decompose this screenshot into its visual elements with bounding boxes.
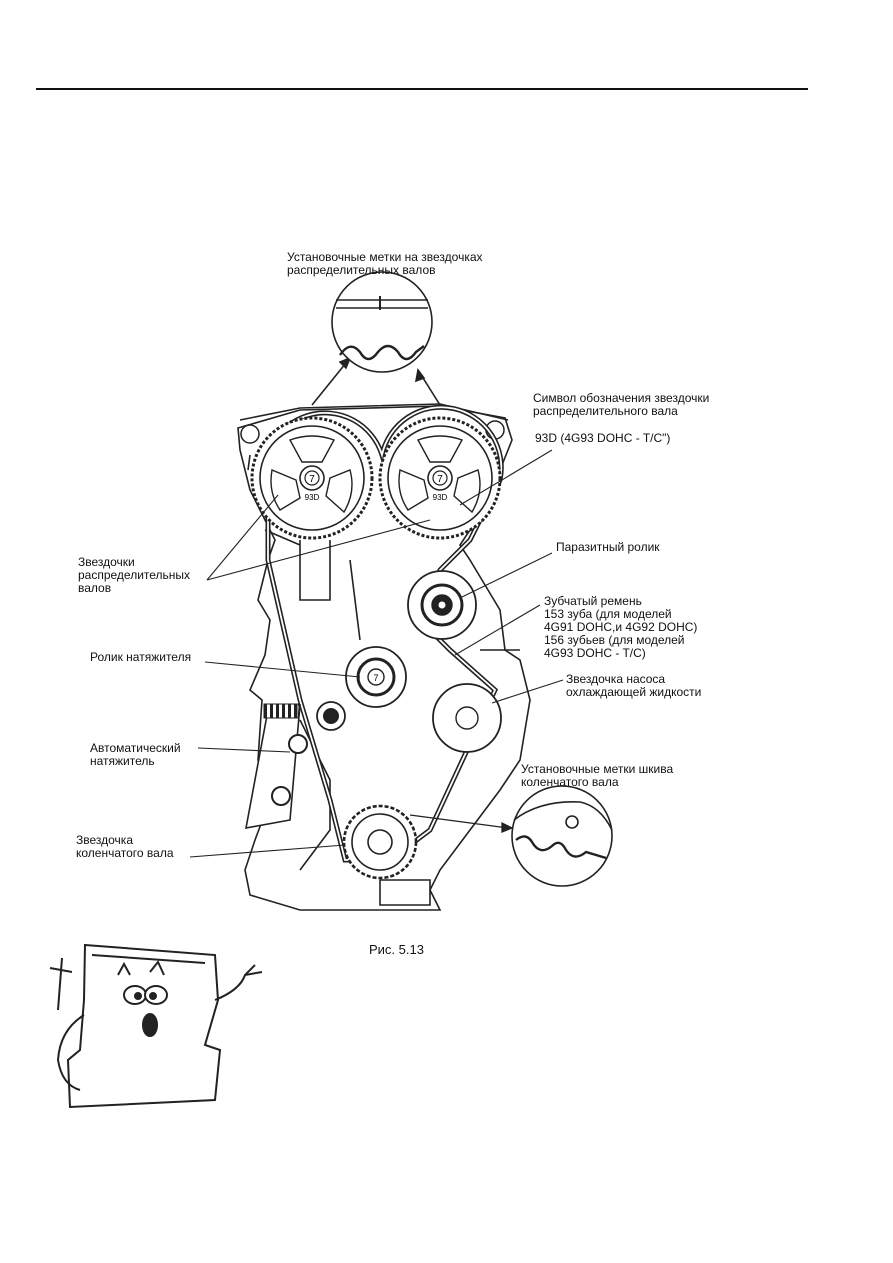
cam-sprocket-right bbox=[378, 416, 502, 540]
header-rule bbox=[36, 88, 808, 90]
cam-right-symbol: 93D bbox=[433, 493, 448, 502]
crank-sprocket bbox=[342, 804, 418, 880]
cam-right-bolt-mark: 7 bbox=[437, 474, 443, 485]
cam-left-symbol: 93D bbox=[305, 493, 320, 502]
tensioner-bolt-mark: 7 bbox=[373, 673, 378, 683]
leader-lines bbox=[189, 449, 564, 858]
figure-caption: Рис. 5.13 bbox=[369, 942, 424, 957]
label-auto-tensioner: Автоматический натяжитель bbox=[90, 741, 181, 768]
crank-timing-detail bbox=[511, 785, 613, 887]
label-water-pump-sprocket: Звездочка насоса охлаждающей жидкости bbox=[566, 672, 702, 699]
label-cam-sprockets: Звездочки распределительных валов bbox=[78, 555, 191, 595]
idler-pulley bbox=[407, 570, 477, 640]
cam-left-bolt-mark: 7 bbox=[309, 474, 315, 485]
label-crank-timing-marks: Установочные метки шкива коленчатого вал… bbox=[521, 762, 674, 789]
label-cam-timing-marks: Установочные метки на звездочках распред… bbox=[287, 250, 483, 277]
label-cam-symbol-value: 93D (4G93 DOHC - T/C") bbox=[535, 431, 671, 445]
mascot-illustration bbox=[49, 943, 263, 1109]
cam-sprocket-left bbox=[250, 416, 374, 540]
tensioner-pulley bbox=[345, 646, 407, 708]
label-idler-pulley: Паразитный ролик bbox=[556, 540, 660, 554]
auto-tensioner-body bbox=[245, 703, 308, 829]
label-tensioner-pulley: Ролик натяжителя bbox=[90, 650, 192, 664]
label-crank-sprocket: Звездочка коленчатого вала bbox=[76, 833, 174, 860]
water-pump-sprocket bbox=[432, 683, 502, 753]
cam-mark-arrows bbox=[311, 356, 441, 406]
small-roller bbox=[316, 701, 346, 731]
cam-timing-detail bbox=[331, 271, 433, 373]
label-timing-belt: Зубчатый ремень 153 зуба (для моделей 4G… bbox=[544, 594, 698, 660]
label-cam-symbol: Символ обозначения звездочки распределит… bbox=[533, 391, 710, 418]
